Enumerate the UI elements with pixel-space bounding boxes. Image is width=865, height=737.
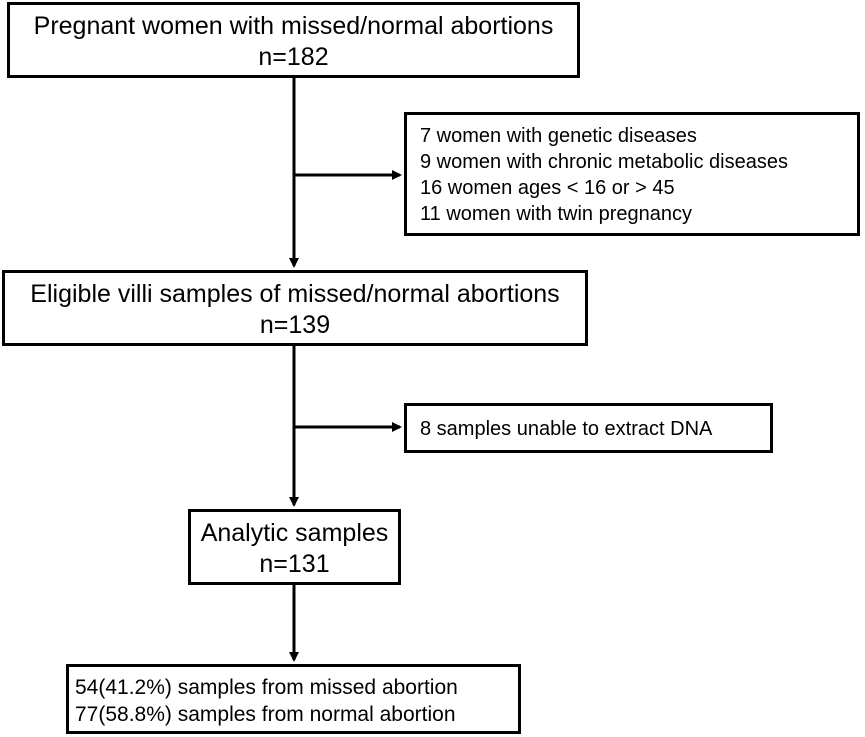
outcome-item: 77(58.8%) samples from normal abortion — [75, 703, 456, 726]
excluded-second-box: 8 samples unable to extract DNA — [404, 403, 773, 453]
excluded-first-box: 7 women with genetic diseases 9 women wi… — [404, 112, 860, 236]
excluded-item: 9 women with chronic metabolic diseases — [420, 151, 788, 173]
excluded-item: 11 women with twin pregnancy — [420, 203, 692, 225]
enrolled-title: Pregnant women with missed/normal aborti… — [33, 12, 554, 40]
analytic-title: Analytic samples — [200, 519, 389, 547]
excluded-item: 7 women with genetic diseases — [420, 125, 697, 147]
outcome-box: 54(41.2%) samples from missed abortion 7… — [66, 664, 521, 734]
enrolled-count: n=182 — [258, 43, 329, 71]
eligible-title: Eligible villi samples of missed/normal … — [30, 280, 560, 308]
analytic-count: n=131 — [259, 550, 330, 578]
eligible-box: Eligible villi samples of missed/normal … — [2, 270, 588, 346]
eligible-count: n=139 — [259, 311, 331, 339]
excluded-item: 16 women ages < 16 or > 45 — [420, 177, 675, 199]
excluded-item: 8 samples unable to extract DNA — [420, 418, 713, 440]
enrolled-box: Pregnant women with missed/normal aborti… — [7, 2, 580, 78]
analytic-box: Analytic samples n=131 — [188, 509, 401, 585]
outcome-item: 54(41.2%) samples from missed abortion — [75, 676, 458, 699]
